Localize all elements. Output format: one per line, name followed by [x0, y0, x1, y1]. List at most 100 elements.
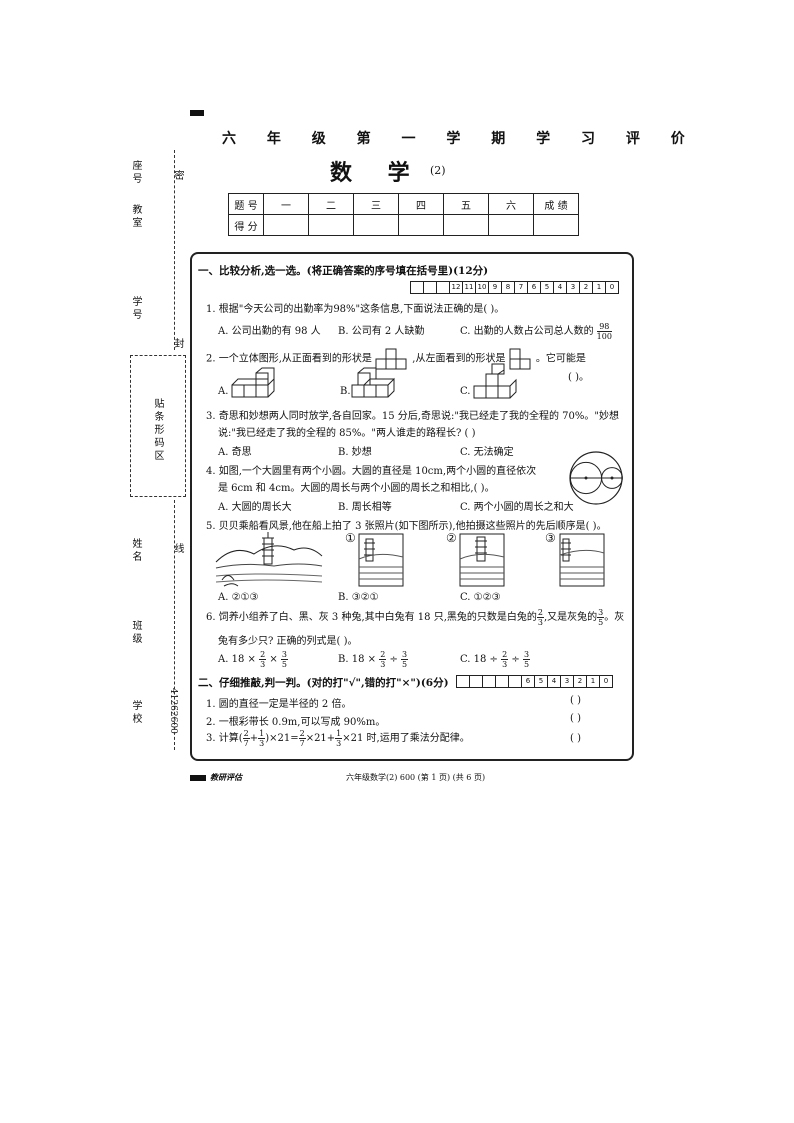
score-box[interactable]: 4	[554, 281, 567, 294]
q4-line2: 是 6cm 和 4cm。大圆的周长与两个小圆的周长之和相比,( )。	[218, 483, 495, 494]
score-box[interactable]: 11	[463, 281, 476, 294]
score-box[interactable]: 0	[606, 281, 619, 294]
option-text: C. 18 ÷	[460, 654, 498, 665]
cube-figure-a	[231, 367, 275, 398]
score-cell: 二	[308, 193, 354, 215]
denominator: 100	[596, 332, 612, 341]
score-cell: 题 号	[228, 193, 264, 215]
denominator: 3	[260, 660, 266, 669]
score-input[interactable]	[533, 214, 579, 236]
score-box[interactable]: 9	[489, 281, 502, 294]
score-box[interactable]: 2	[580, 281, 593, 294]
score-box[interactable]	[410, 281, 424, 294]
q1-option-b[interactable]: B. 公司有 2 人缺勤	[338, 326, 425, 337]
q5-option-c[interactable]: C. ①②③	[460, 592, 501, 603]
q2-option-b[interactable]: B.	[340, 386, 351, 397]
score-input[interactable]	[353, 214, 399, 236]
section1-title: 一、比较分析,选一选。(将正确答案的序号填在括号里)(12分)	[198, 265, 489, 277]
score-box[interactable]: 1	[587, 675, 600, 688]
footer-page-info: 六年级数学(2) 600 (第 1 页) (共 6 页)	[346, 773, 486, 782]
scenery-picture	[215, 532, 323, 587]
q3-option-a[interactable]: A. 奇思	[218, 447, 252, 458]
score-cell: 成 绩	[533, 193, 579, 215]
q6-text: ,又是灰兔的	[543, 612, 598, 623]
judge-q3-blank[interactable]: ( )	[570, 733, 581, 744]
circles-figure	[569, 451, 623, 505]
score-box[interactable]	[424, 281, 437, 294]
numerator: 3	[522, 650, 531, 660]
score-cell: 三	[353, 193, 399, 215]
score-input[interactable]	[488, 214, 534, 236]
q1-stem: 1. 根据"今天公司的出勤率为98%"这条信息,下面说法正确的是( )。	[206, 304, 505, 315]
score-box[interactable]: 0	[600, 675, 613, 688]
score-input[interactable]	[263, 214, 309, 236]
school-label: 学校	[130, 700, 141, 726]
score-input[interactable]	[443, 214, 489, 236]
q5-stem: 5. 贝贝乘船看风景,他在船上拍了 3 张照片(如下图所示),他拍摄这些照片的先…	[206, 521, 607, 532]
q4-option-a[interactable]: A. 大圆的周长大	[218, 502, 292, 513]
score-box[interactable]	[470, 675, 483, 688]
exam-code: 41262600	[168, 688, 178, 734]
score-input[interactable]	[398, 214, 444, 236]
room-label: 教室	[130, 204, 141, 230]
score-box[interactable]: 10	[476, 281, 489, 294]
name-label: 姓名	[130, 538, 141, 564]
q5-option-a[interactable]: A. ②①③	[218, 592, 259, 603]
q-text: ×21 时,运用了乘法分配律。	[342, 733, 470, 744]
score-box[interactable]: 5	[535, 675, 548, 688]
denominator: 3	[537, 618, 543, 627]
score-box[interactable]	[456, 675, 470, 688]
q6-line1: 6. 饲养小组养了白、黑、灰 3 种兔,其中白兔有 18 只,黑兔的只数是白兔的…	[206, 608, 624, 627]
q3-option-b[interactable]: B. 妙想	[338, 447, 372, 458]
score-box[interactable]: 4	[548, 675, 561, 688]
score-box[interactable]: 2	[574, 675, 587, 688]
barcode-area	[130, 355, 186, 497]
photo3-picture	[559, 533, 605, 587]
score-input[interactable]	[308, 214, 354, 236]
score-box[interactable]: 5	[541, 281, 554, 294]
score-box[interactable]: 6	[522, 675, 535, 688]
question-frame	[190, 252, 634, 761]
score-box[interactable]: 1	[593, 281, 606, 294]
score-box[interactable]: 8	[502, 281, 515, 294]
score-box[interactable]	[437, 281, 450, 294]
score-box[interactable]: 3	[567, 281, 580, 294]
q1-option-a[interactable]: A. 公司出勤的有 98 人	[218, 326, 321, 337]
denominator: 3	[259, 739, 265, 748]
score-cell: 六	[488, 193, 534, 215]
judge-q1-blank[interactable]: ( )	[570, 695, 581, 706]
q4-option-c[interactable]: C. 两个小圆的周长之和大	[460, 502, 574, 513]
q4-option-b[interactable]: B. 周长相等	[338, 502, 392, 513]
judge-q1: 1. 圆的直径一定是半径的 2 倍。	[206, 699, 352, 710]
score-box[interactable]: 7	[515, 281, 528, 294]
score-box[interactable]	[483, 675, 496, 688]
score-box[interactable]: 12	[450, 281, 463, 294]
q3-option-c[interactable]: C. 无法确定	[460, 447, 514, 458]
q5-option-b[interactable]: B. ③②①	[338, 592, 379, 603]
q2-stem-part: 。它可能是	[535, 353, 586, 365]
cube-figure-b	[351, 367, 395, 398]
q2-option-a[interactable]: A.	[218, 386, 229, 397]
score-box[interactable]: 6	[528, 281, 541, 294]
barcode-label: 贴条形码区	[152, 398, 163, 463]
score-box[interactable]	[496, 675, 509, 688]
q2-option-c[interactable]: C.	[460, 386, 471, 397]
judge-q2-blank[interactable]: ( )	[570, 713, 581, 724]
subject-title: 数 学	[330, 160, 424, 186]
seal-mi: 密	[172, 170, 183, 183]
left-view-icon	[509, 348, 531, 370]
score-box[interactable]	[509, 675, 522, 688]
q2-answer-blank[interactable]: ( )。	[568, 372, 589, 383]
score-box[interactable]: 3	[561, 675, 574, 688]
photo2-picture	[459, 533, 505, 587]
numerator: 98	[596, 322, 612, 332]
